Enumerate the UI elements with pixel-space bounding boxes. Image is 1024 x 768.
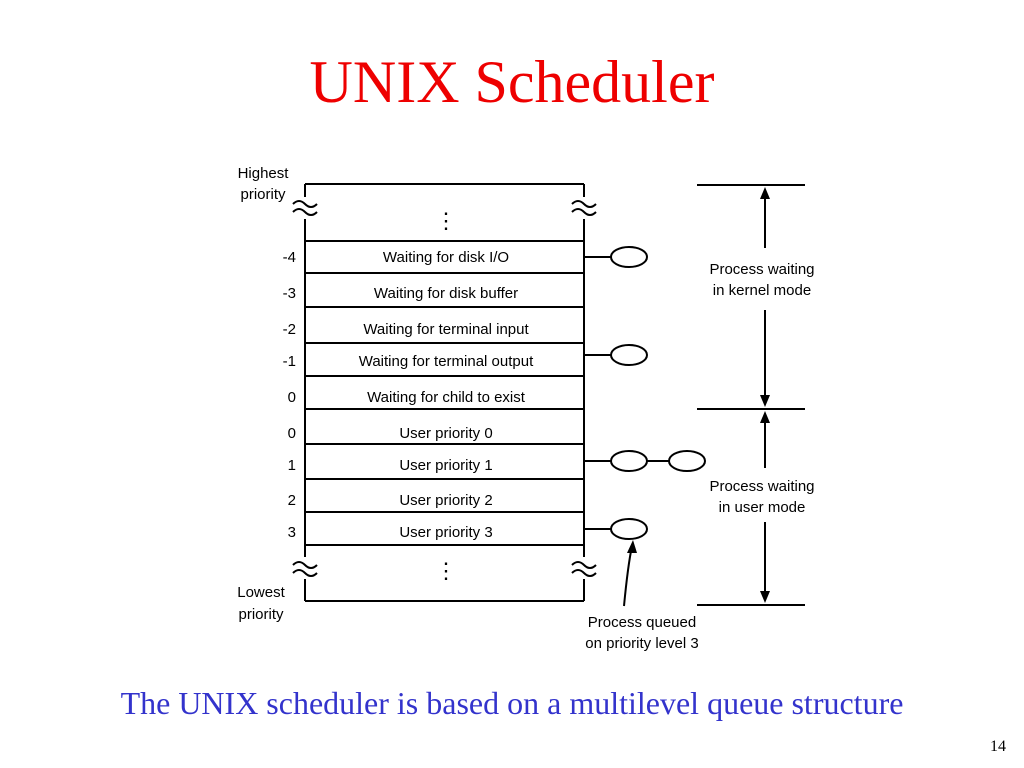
arrowhead-down bbox=[760, 395, 770, 407]
break-symbol-top-right bbox=[571, 200, 597, 216]
priority-number: -2 bbox=[283, 321, 296, 338]
process-oval bbox=[668, 450, 706, 472]
slide-caption: The UNIX scheduler is based on a multile… bbox=[120, 685, 904, 721]
arrowhead-up bbox=[760, 411, 770, 423]
queue-level-label: Waiting for disk I/O bbox=[383, 249, 509, 266]
priority-number: 1 bbox=[288, 457, 296, 474]
highest-priority-label-line1: Highest bbox=[238, 165, 290, 182]
queued-process-label-line2: on priority level 3 bbox=[585, 635, 698, 652]
queued-processes bbox=[584, 246, 706, 540]
lowest-priority-label-line2: priority bbox=[238, 606, 284, 623]
queue-level-label: Waiting for terminal output bbox=[359, 353, 534, 370]
queued-process-pointer-arrow bbox=[623, 540, 637, 607]
queued-process-label-line1: Process queued bbox=[588, 614, 696, 631]
slide-title: UNIX Scheduler bbox=[309, 49, 715, 115]
priority-number: -1 bbox=[283, 353, 296, 370]
break-symbol-bottom-right bbox=[571, 561, 597, 577]
highest-priority-label-line2: priority bbox=[240, 186, 286, 203]
user-mode-label-line1: Process waiting bbox=[709, 478, 814, 495]
kernel-mode-label-line2: in kernel mode bbox=[713, 282, 811, 299]
queue-level-label: Waiting for terminal input bbox=[363, 321, 529, 338]
priority-number: -3 bbox=[283, 285, 296, 302]
process-oval bbox=[610, 344, 648, 366]
lowest-priority-label-line1: Lowest bbox=[237, 584, 285, 601]
arrowhead-down bbox=[760, 591, 770, 603]
queue-level-label: User priority 0 bbox=[399, 425, 492, 442]
user-mode-label-line2: in user mode bbox=[719, 499, 806, 516]
break-symbols bbox=[292, 200, 597, 577]
break-symbol-bottom-left bbox=[292, 561, 318, 577]
queue-level-labels: Waiting for disk I/O Waiting for disk bu… bbox=[359, 249, 534, 541]
queue-table bbox=[304, 183, 585, 602]
kernel-mode-label-line1: Process waiting bbox=[709, 261, 814, 278]
priority-number: -4 bbox=[283, 249, 296, 266]
ellipsis-top: ⋮ bbox=[435, 208, 457, 233]
priority-numbers: -4 -3 -2 -1 0 0 1 2 3 bbox=[283, 249, 296, 541]
arrowhead bbox=[627, 540, 637, 553]
mode-brackets bbox=[697, 184, 805, 606]
process-oval bbox=[610, 450, 648, 472]
row-dividers bbox=[305, 240, 584, 546]
queue-level-label: Waiting for child to exist bbox=[367, 389, 526, 406]
mode-arrowheads bbox=[760, 187, 770, 603]
priority-number: 0 bbox=[288, 389, 296, 406]
process-oval bbox=[610, 518, 648, 540]
queue-level-label: User priority 3 bbox=[399, 524, 492, 541]
break-symbol-top-left bbox=[292, 200, 318, 216]
queue-level-label: User priority 1 bbox=[399, 457, 492, 474]
priority-number: 0 bbox=[288, 425, 296, 442]
arrowhead-up bbox=[760, 187, 770, 199]
page-number: 14 bbox=[990, 738, 1006, 755]
queue-level-label: User priority 2 bbox=[399, 492, 492, 509]
priority-number: 3 bbox=[288, 524, 296, 541]
queue-level-label: Waiting for disk buffer bbox=[374, 285, 518, 302]
ellipsis-bottom: ⋮ bbox=[435, 558, 457, 583]
process-oval bbox=[610, 246, 648, 268]
priority-number: 2 bbox=[288, 492, 296, 509]
